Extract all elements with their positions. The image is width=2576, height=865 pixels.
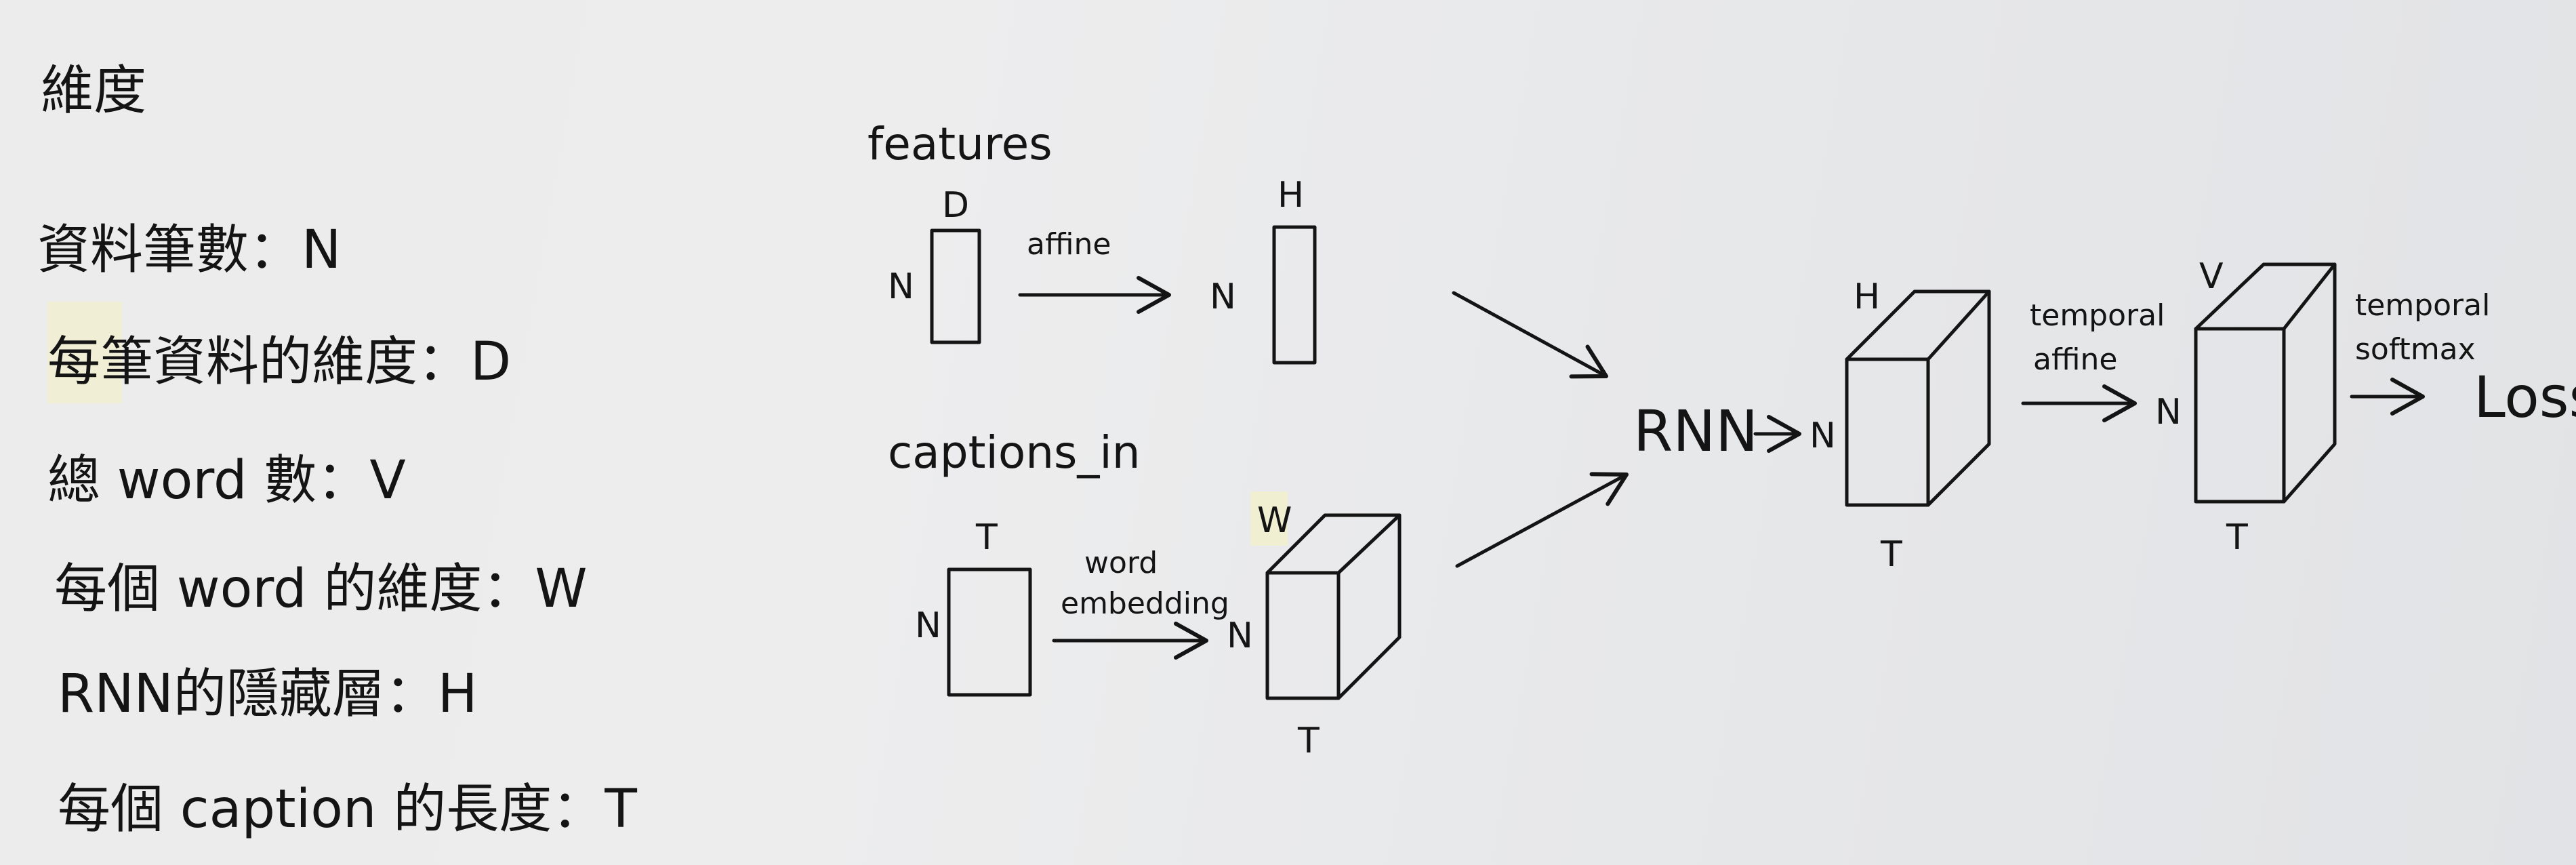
embedding-rows-label: N bbox=[1227, 616, 1253, 656]
legend-line-t: 每個 caption 的長度：T bbox=[58, 779, 637, 840]
scores-rows-label: N bbox=[2155, 392, 2182, 432]
affine-label: affine bbox=[1027, 227, 1111, 262]
features-matrix bbox=[930, 228, 981, 344]
legend-line-v: 總 word 數：V bbox=[47, 450, 406, 511]
features-rows-label: N bbox=[888, 266, 914, 307]
features-title: features bbox=[867, 118, 1052, 170]
hidden-rows-label: N bbox=[1810, 416, 1836, 456]
captions-title: captions_in bbox=[888, 426, 1141, 479]
captions-to-rnn-arrow bbox=[1455, 472, 1629, 568]
dimension-legend: 維度 資料筆數：N 每筆資料的維度：D 總 word 數：V 每個 word 的… bbox=[37, 60, 637, 840]
features-branch: features D N affine H N bbox=[867, 118, 1608, 379]
sticky-note-highlight bbox=[47, 302, 122, 403]
features-cols-label: D bbox=[942, 185, 969, 226]
legend-title: 維度 bbox=[41, 60, 146, 121]
sticky-note-highlight-w bbox=[1250, 491, 1288, 546]
scores-cols-label: T bbox=[2226, 517, 2248, 558]
embedding-cube bbox=[1265, 513, 1402, 700]
hidden-cols-label: T bbox=[1880, 534, 1902, 575]
word-embedding-label-1: word bbox=[1084, 546, 1158, 580]
captions-branch: captions_in T N word embedding W N T bbox=[888, 426, 1629, 761]
rnn-label: RNN bbox=[1633, 398, 1758, 464]
scores-depth-label: V bbox=[2199, 256, 2224, 297]
legend-line-h: RNN的隱藏層：H bbox=[58, 664, 478, 725]
embedding-depth-label: W bbox=[1257, 500, 1292, 541]
captions-cols-label: T bbox=[975, 517, 998, 558]
word-embedding-label-2: embedding bbox=[1061, 586, 1229, 621]
captions-matrix bbox=[947, 567, 1032, 697]
temporal-affine-label-1: temporal bbox=[2030, 298, 2165, 333]
temporal-affine-label-2: affine bbox=[2033, 342, 2117, 377]
legend-line-d: 每筆資料的維度：D bbox=[47, 331, 511, 393]
hidden-depth-label: H bbox=[1854, 277, 1880, 317]
features-out-cols-label: H bbox=[1277, 175, 1304, 216]
features-hidden-matrix bbox=[1272, 225, 1317, 365]
embedding-cols-label: T bbox=[1297, 721, 1320, 761]
temporal-softmax-label-2: softmax bbox=[2355, 332, 2476, 367]
rnn-pipeline: RNN N H T temporal affine N V T temporal… bbox=[1633, 256, 2576, 575]
temporal-softmax-label-1: temporal bbox=[2355, 288, 2490, 323]
features-to-rnn-arrow bbox=[1452, 291, 1608, 379]
scores-cube bbox=[2194, 262, 2337, 504]
hidden-state-cube bbox=[1845, 289, 1991, 507]
legend-line-n: 資料筆數：N bbox=[37, 220, 341, 281]
loss-label: Loss bbox=[2474, 364, 2576, 430]
captions-rows-label: N bbox=[915, 605, 941, 646]
legend-line-w: 每個 word 的維度：W bbox=[54, 559, 587, 620]
features-out-rows-label: N bbox=[1210, 277, 1236, 317]
